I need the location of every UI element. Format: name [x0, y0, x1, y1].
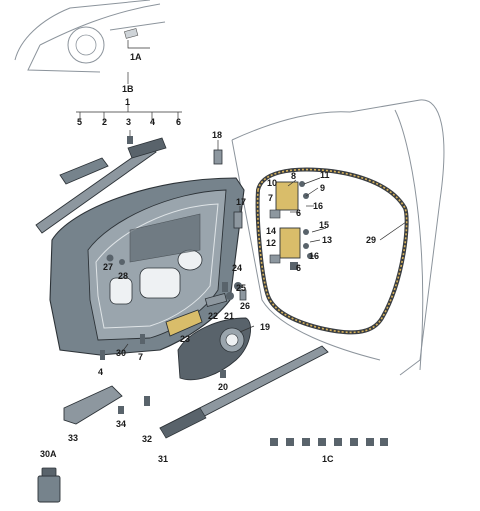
callout-9: 9: [320, 183, 325, 193]
part-25: [226, 292, 234, 300]
callout-7b: 7: [138, 352, 143, 362]
bracket-33: [63, 385, 124, 425]
callout-16b: 16: [309, 251, 319, 261]
body-opening: [231, 99, 445, 376]
part-34: [118, 406, 124, 414]
badge-part-1a: [124, 28, 139, 39]
callout-10: 10: [267, 178, 277, 188]
callout-1c: 1C: [322, 454, 334, 464]
callout-16a: 16: [313, 201, 323, 211]
callout-3: 3: [126, 117, 131, 127]
wheel-icon: [67, 26, 105, 64]
callout-30a: 30A: [40, 449, 57, 459]
strip-5: [59, 157, 109, 185]
strip-2: [35, 144, 157, 234]
hinge-lower: [279, 227, 301, 259]
callout-19: 19: [260, 322, 270, 332]
part-4b: [100, 350, 105, 360]
callout-8: 8: [291, 171, 296, 181]
part-28: [119, 259, 125, 265]
callout-4b: 4: [98, 367, 103, 377]
callout-4: 4: [150, 117, 155, 127]
callout-20: 20: [218, 382, 228, 392]
check-strap-22: [204, 293, 228, 307]
callout-11: 11: [320, 170, 330, 180]
callout-1b: 1B: [122, 84, 134, 94]
callout-6b: 6: [296, 208, 301, 218]
callout-14: 14: [266, 226, 276, 236]
car-rear-view: [14, 0, 166, 73]
callout-15: 15: [319, 220, 329, 230]
callout-30: 30: [116, 348, 126, 358]
canister-30a: [37, 467, 61, 503]
callout-5: 5: [77, 117, 82, 127]
part-18: [213, 149, 223, 165]
callout-1a: 1A: [130, 52, 142, 62]
door-fittings: [100, 136, 247, 360]
callout-34: 34: [116, 419, 126, 429]
part-20: [220, 370, 226, 378]
trim-strips: [35, 137, 167, 234]
callout-labels: 1A 1B 1 5 2 3 4 6 18 8 11 10 9 7 16 17 6…: [40, 52, 376, 464]
callout-24: 24: [232, 263, 242, 273]
callout-29: 29: [366, 235, 376, 245]
part-24: [234, 282, 242, 290]
callout-18: 18: [212, 130, 222, 140]
door-cutout: [139, 267, 181, 299]
sill-strip-31: [144, 345, 329, 439]
callout-2: 2: [102, 117, 107, 127]
part-7: [140, 334, 145, 344]
hinge-upper: [275, 181, 299, 211]
part-21: [222, 282, 228, 292]
part-3: [127, 136, 133, 144]
part-27: [106, 254, 114, 262]
part-32: [144, 396, 150, 406]
callout-32: 32: [142, 434, 152, 444]
strip-6: [127, 137, 167, 159]
callout-31: 31: [158, 454, 168, 464]
clips-1c: [270, 438, 388, 446]
hinges: [233, 181, 313, 270]
callout-6c: 6: [296, 263, 301, 273]
callout-22: 22: [208, 311, 218, 321]
callout-23: 23: [180, 334, 190, 344]
speaker-cover-19: [177, 317, 252, 381]
callout-25: 25: [236, 283, 246, 293]
callout-1: 1: [125, 97, 130, 107]
callout-12: 12: [266, 238, 276, 248]
callout-28: 28: [118, 271, 128, 281]
callout-17: 17: [236, 197, 246, 207]
leader-lines: [76, 40, 407, 353]
handle-23: [165, 309, 203, 337]
part-26: [239, 289, 247, 301]
callout-6: 6: [176, 117, 181, 127]
callout-26: 26: [240, 301, 250, 311]
callout-33: 33: [68, 433, 78, 443]
latch-17: [233, 211, 243, 229]
callout-7: 7: [268, 193, 273, 203]
callout-27: 27: [103, 262, 113, 272]
callout-13: 13: [322, 235, 332, 245]
callout-21: 21: [224, 311, 234, 321]
